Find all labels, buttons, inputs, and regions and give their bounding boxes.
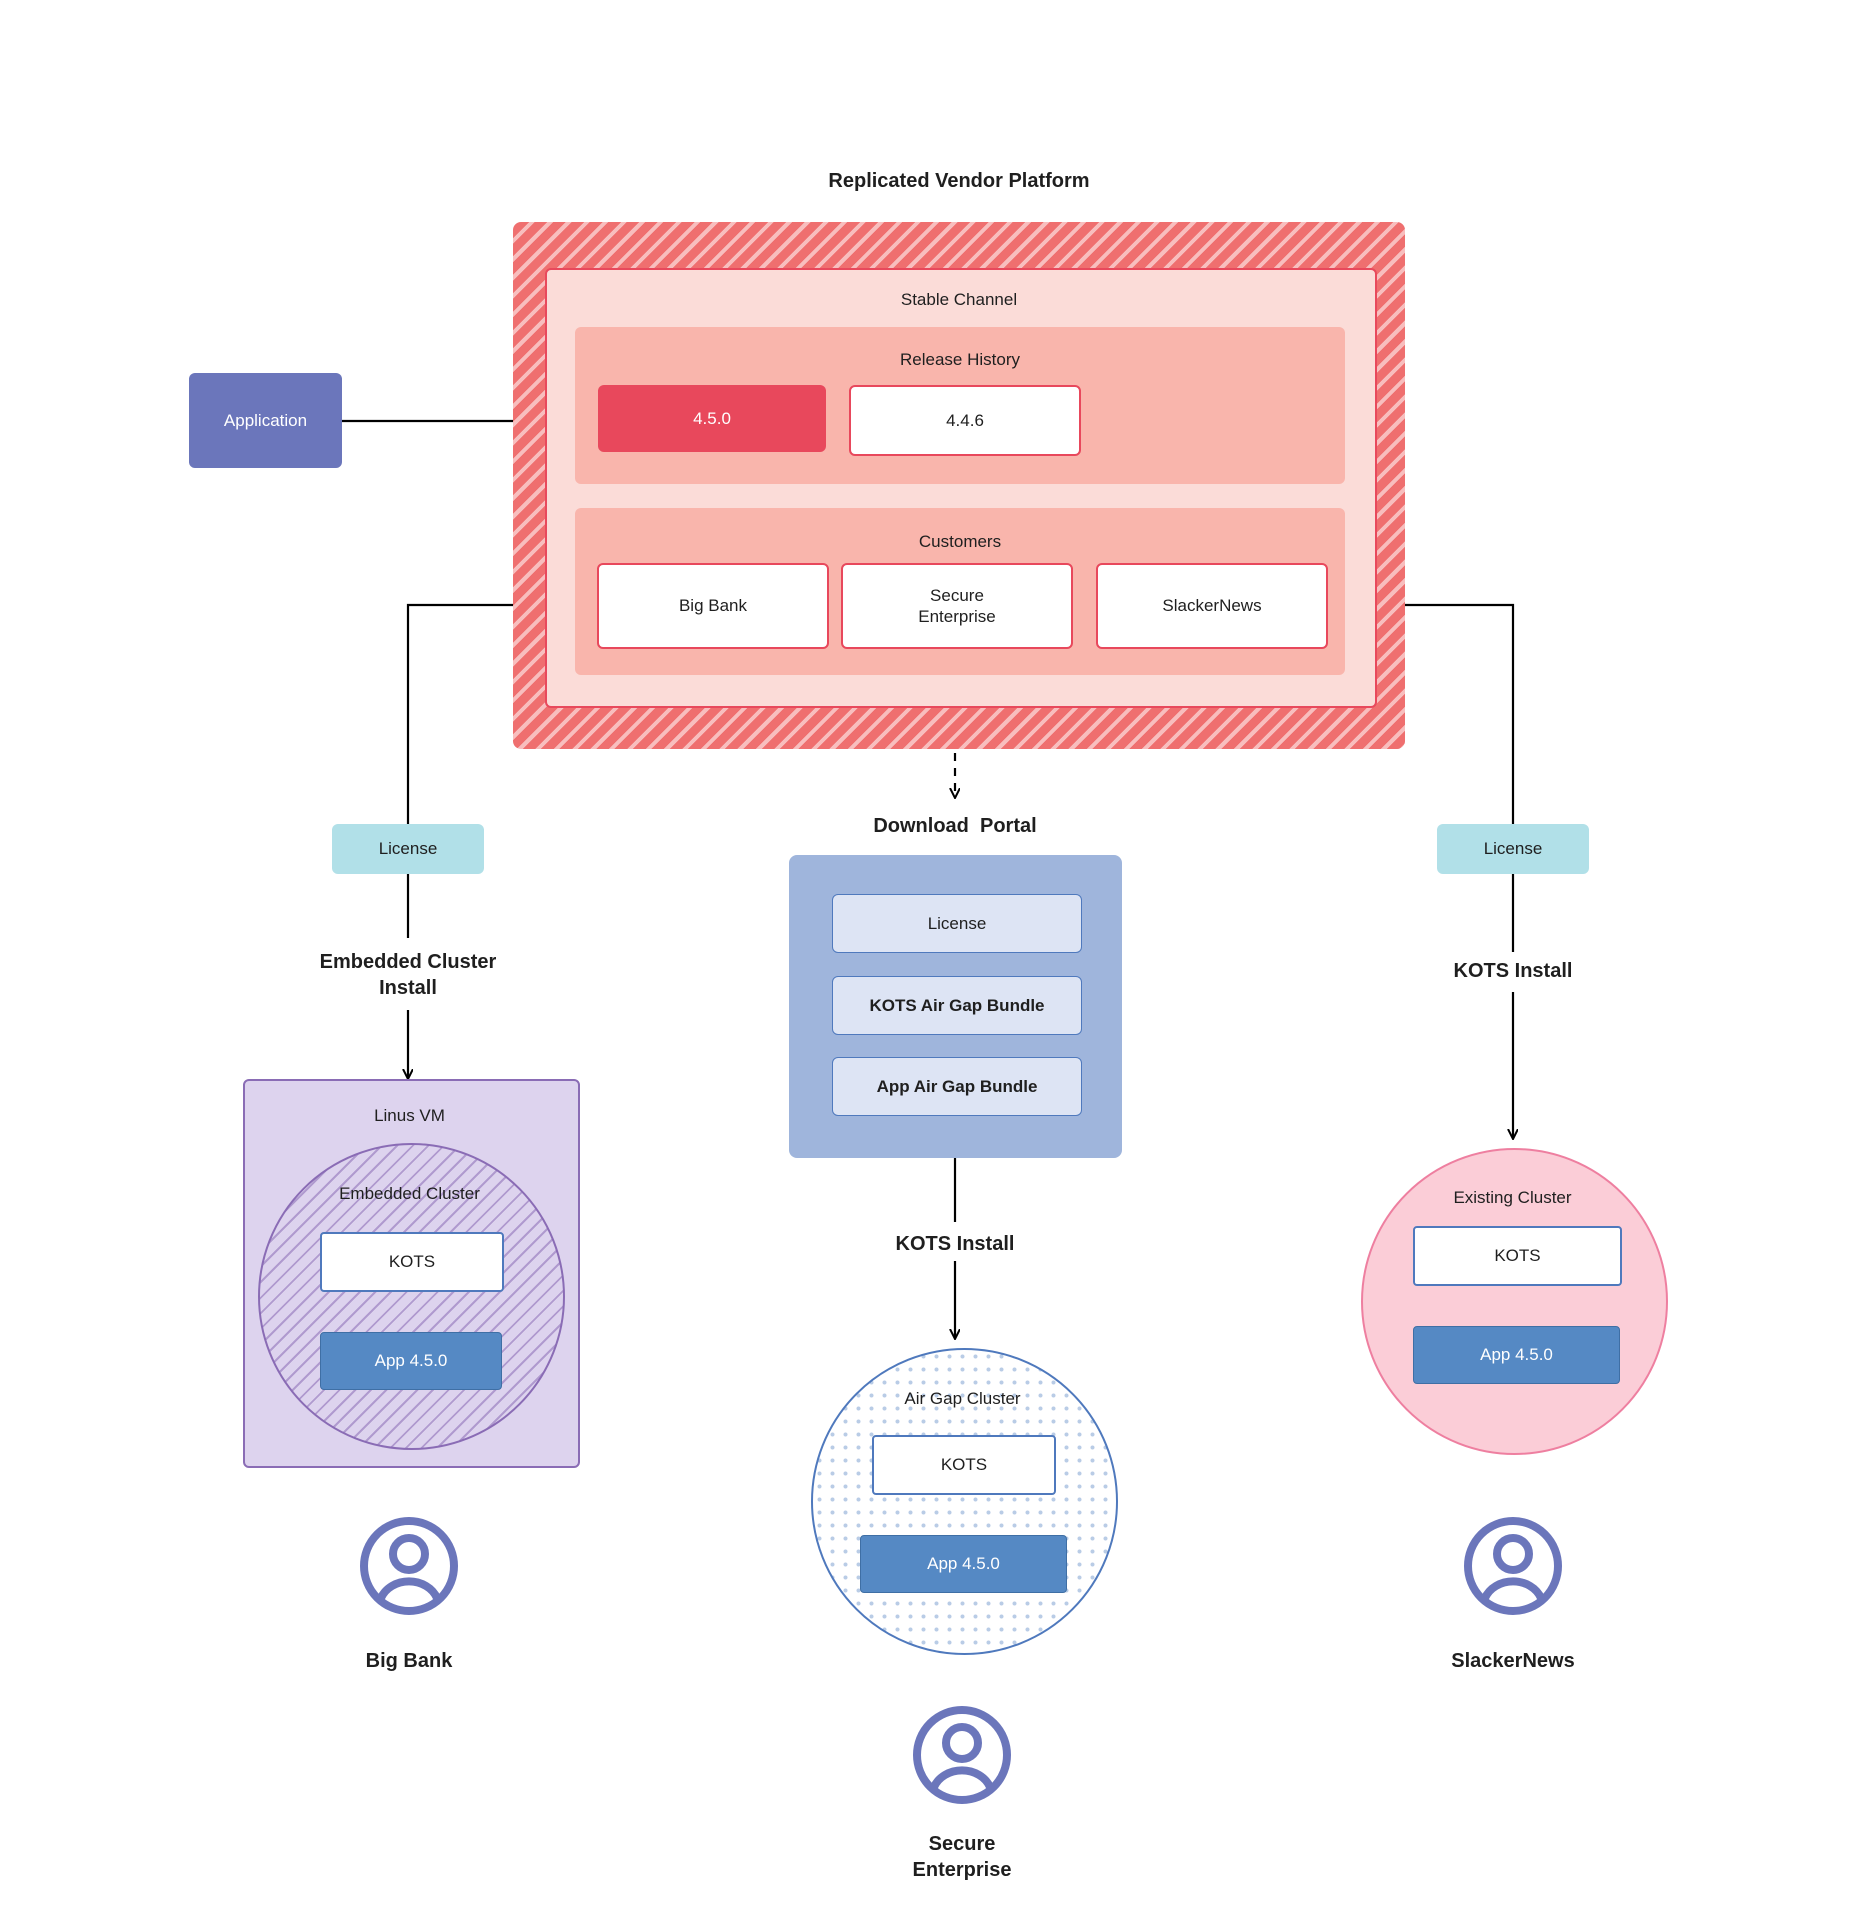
actor-label-secure-enterprise: Secure Enterprise bbox=[912, 1833, 1012, 1881]
license-chip-right[interactable]: License bbox=[1437, 824, 1589, 874]
customer-chip-slackernews[interactable]: SlackerNews bbox=[1096, 563, 1328, 649]
app-box-airgap[interactable]: App 4.5.0 bbox=[860, 1535, 1067, 1593]
release-history-title: Release History bbox=[900, 350, 1020, 370]
license-chip-left[interactable]: License bbox=[332, 824, 484, 874]
kots-install-label-middle: KOTS Install bbox=[895, 1233, 1015, 1255]
portal-item-app-air-gap-bundle[interactable]: App Air Gap Bundle bbox=[832, 1057, 1082, 1116]
embedded-cluster-circle bbox=[258, 1143, 565, 1450]
kots-box-embedded[interactable]: KOTS bbox=[320, 1232, 504, 1292]
kots-box-existing[interactable]: KOTS bbox=[1413, 1226, 1622, 1286]
linux-vm-title: Linus VM bbox=[374, 1106, 445, 1126]
kots-box-airgap[interactable]: KOTS bbox=[872, 1435, 1056, 1495]
customer-chip-secure-enterprise[interactable]: Secure Enterprise bbox=[841, 563, 1073, 649]
app-box-embedded[interactable]: App 4.5.0 bbox=[320, 1332, 502, 1390]
page-title: Replicated Vendor Platform bbox=[828, 170, 1090, 192]
kots-install-label-right: KOTS Install bbox=[1453, 960, 1573, 982]
existing-cluster-title: Existing Cluster bbox=[1453, 1188, 1572, 1208]
air-gap-cluster-title: Air Gap Cluster bbox=[904, 1389, 1021, 1409]
actor-label-slackernews: SlackerNews bbox=[1451, 1650, 1575, 1672]
release-item-current[interactable]: 4.5.0 bbox=[598, 385, 826, 452]
app-box-existing[interactable]: App 4.5.0 bbox=[1413, 1326, 1620, 1384]
actor-label-big-bank: Big Bank bbox=[365, 1650, 453, 1672]
avatar-secure-enterprise bbox=[912, 1705, 1012, 1805]
customer-chip-big-bank[interactable]: Big Bank bbox=[597, 563, 829, 649]
portal-item-license[interactable]: License bbox=[832, 894, 1082, 953]
application-box[interactable]: Application bbox=[189, 373, 342, 468]
release-item-previous[interactable]: 4.4.6 bbox=[849, 385, 1081, 456]
portal-item-kots-air-gap-bundle[interactable]: KOTS Air Gap Bundle bbox=[832, 976, 1082, 1035]
existing-cluster-circle bbox=[1361, 1148, 1668, 1455]
air-gap-cluster-circle bbox=[811, 1348, 1118, 1655]
download-portal-title: Download Portal bbox=[873, 814, 1037, 837]
avatar-big-bank bbox=[359, 1516, 459, 1616]
embedded-cluster-install-label: Embedded Cluster Install bbox=[319, 951, 497, 999]
avatar-slackernews bbox=[1463, 1516, 1563, 1616]
stable-channel-title: Stable Channel bbox=[900, 290, 1018, 310]
customers-title: Customers bbox=[918, 532, 1002, 552]
embedded-cluster-title: Embedded Cluster bbox=[339, 1184, 480, 1204]
